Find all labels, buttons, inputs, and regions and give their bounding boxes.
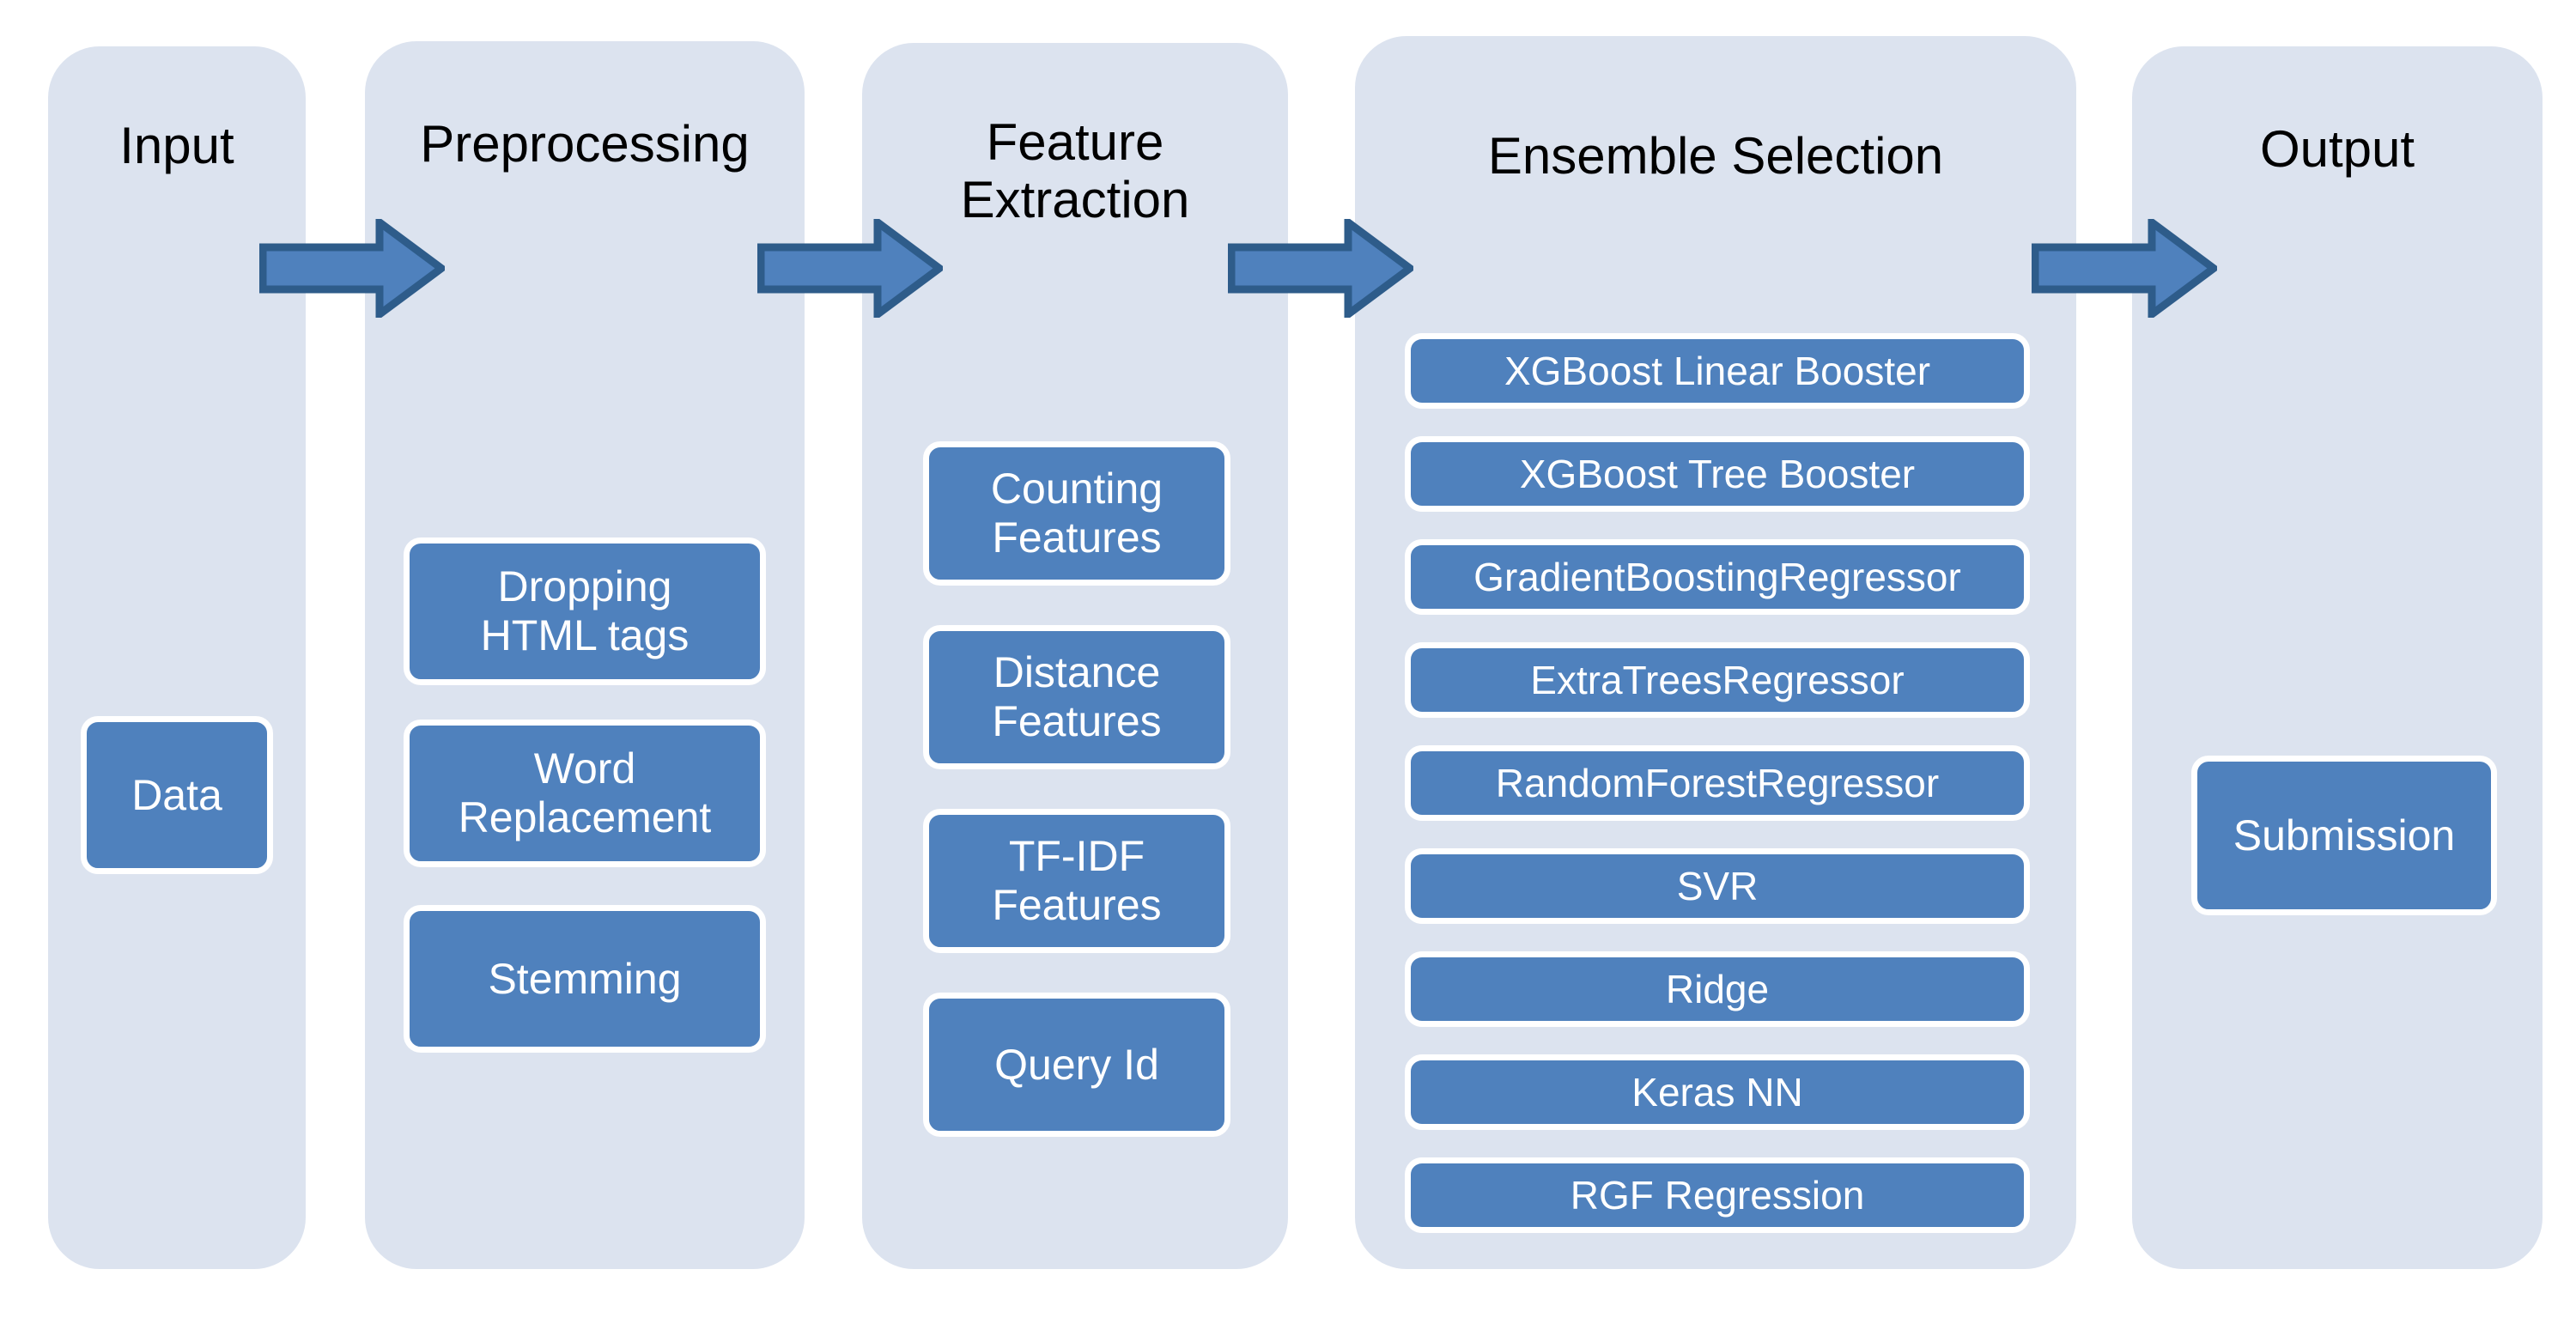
stage-output: Output Submission bbox=[2132, 46, 2543, 1269]
chip-word-replacement[interactable]: Word Replacement bbox=[404, 720, 766, 867]
chip-tfidf-features[interactable]: TF-IDF Features bbox=[923, 809, 1230, 953]
chip-xgboost-linear-booster[interactable]: XGBoost Linear Booster bbox=[1405, 333, 2030, 409]
stage-feature-extraction-title: Feature Extraction bbox=[960, 113, 1190, 229]
chip-distance-features[interactable]: Distance Features bbox=[923, 625, 1230, 769]
chip-data[interactable]: Data bbox=[81, 716, 273, 874]
chip-randomforestregressor[interactable]: RandomForestRegressor bbox=[1405, 745, 2030, 821]
stage-output-title: Output bbox=[2259, 120, 2415, 178]
stage-input-title: Input bbox=[119, 117, 234, 174]
chip-stemming[interactable]: Stemming bbox=[404, 905, 766, 1053]
chip-ridge[interactable]: Ridge bbox=[1405, 951, 2030, 1027]
chip-svr[interactable]: SVR bbox=[1405, 848, 2030, 924]
chip-dropping-html-tags[interactable]: Dropping HTML tags bbox=[404, 537, 766, 685]
chip-keras-nn[interactable]: Keras NN bbox=[1405, 1054, 2030, 1130]
stage-ensemble-selection-title: Ensemble Selection bbox=[1487, 127, 1944, 185]
stage-preprocessing: Preprocessing Dropping HTML tags Word Re… bbox=[365, 41, 805, 1269]
stage-preprocessing-title: Preprocessing bbox=[420, 115, 750, 173]
arrow-ensemble-selection-to-output bbox=[2032, 219, 2217, 318]
chip-query-id[interactable]: Query Id bbox=[923, 993, 1230, 1137]
chip-counting-features[interactable]: Counting Features bbox=[923, 441, 1230, 586]
chip-extratreesregressor[interactable]: ExtraTreesRegressor bbox=[1405, 642, 2030, 718]
arrow-input-to-preprocessing bbox=[259, 219, 445, 318]
arrow-preprocessing-to-feature-extraction bbox=[757, 219, 943, 318]
chip-rgf-regression[interactable]: RGF Regression bbox=[1405, 1157, 2030, 1233]
chip-gradientboostingregressor[interactable]: GradientBoostingRegressor bbox=[1405, 539, 2030, 615]
chip-xgboost-tree-booster[interactable]: XGBoost Tree Booster bbox=[1405, 436, 2030, 512]
chip-submission[interactable]: Submission bbox=[2191, 756, 2497, 915]
stage-feature-extraction: Feature Extraction Counting Features Dis… bbox=[862, 43, 1288, 1269]
arrow-feature-extraction-to-ensemble-selection bbox=[1228, 219, 1413, 318]
stage-ensemble-selection: Ensemble Selection XGBoost Linear Booste… bbox=[1355, 36, 2076, 1269]
